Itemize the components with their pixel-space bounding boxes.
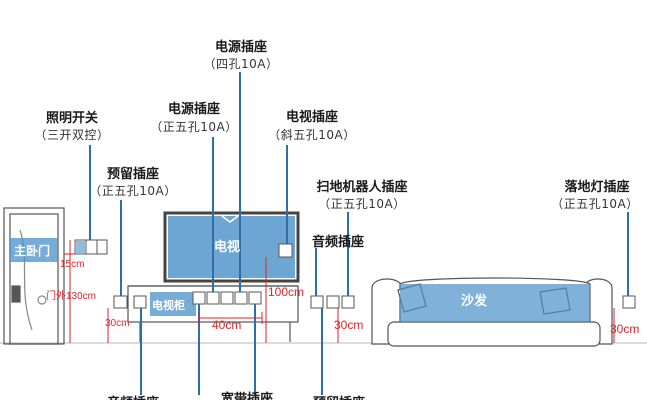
door-sketch [3,207,65,345]
tv-cabinet-zone [150,292,196,316]
audio-socket-title: 音频插座 [311,235,365,250]
bottom-audio-socket-label: 音频插座 [107,392,159,400]
tv-socket [278,243,293,258]
reserved-socket-title: 预留插座 [106,167,160,182]
dim-40cm: 40cm [212,318,242,332]
sofa-zone [400,284,590,322]
power-socket-top-title: 电源插座 [214,40,268,55]
tv-cabinet-label: 电视柜 [152,299,185,312]
robot-socket-a [326,295,340,309]
floor-lamp-socket-spec: （正五孔10A） [551,197,639,211]
tv-label: 电视 [214,240,241,255]
dim-30cm-mid: 30cm [334,318,364,332]
dim-30cm-right: 30cm [610,322,640,336]
power-socket-mid-title: 电源插座 [167,102,221,117]
robot-socket-title: 扫地机器人插座 [316,180,408,195]
light-switch-title: 照明开关 [45,111,99,126]
master-bedroom-zone [10,238,58,262]
robot-socket-b [341,295,355,309]
audio-socket-left [133,295,147,309]
bottom-broadband-socket-label: 宽带插座 [220,392,274,400]
power-socket-top-spec: （四孔10A） [203,57,279,71]
light-switch-spec: （三开双控） [34,128,110,142]
floor-lamp-socket [622,295,636,309]
master-bedroom-door-label: 主卧门 [14,244,51,258]
dim-100cm: 100cm [268,285,305,299]
sofa-label: 沙发 [461,294,488,309]
tv-socket-title: 电视插座 [285,110,339,125]
dimension-lines [64,240,615,343]
tv-sketch [163,211,300,283]
tv-socket-spec: （斜五孔10A） [268,128,356,142]
robot-socket-spec: （正五孔10A） [318,197,406,211]
floor-lamp-socket-title: 落地灯插座 [564,180,630,195]
bottom-reserved-socket-label: 预留插座 [313,392,365,400]
dim-30cm-left: 30cm [105,318,130,329]
audio-socket-right [310,295,324,309]
dim-15cm: 15cm [60,259,85,270]
dim-door-outside-130cm: 门外130cm [46,291,97,302]
tv-socket-strip [192,291,262,305]
power-socket-mid-spec: （正五孔10A） [150,120,238,134]
light-switch-group [74,239,108,255]
reserved-socket [113,295,128,309]
reserved-socket-spec: （正五孔10A） [89,184,177,198]
